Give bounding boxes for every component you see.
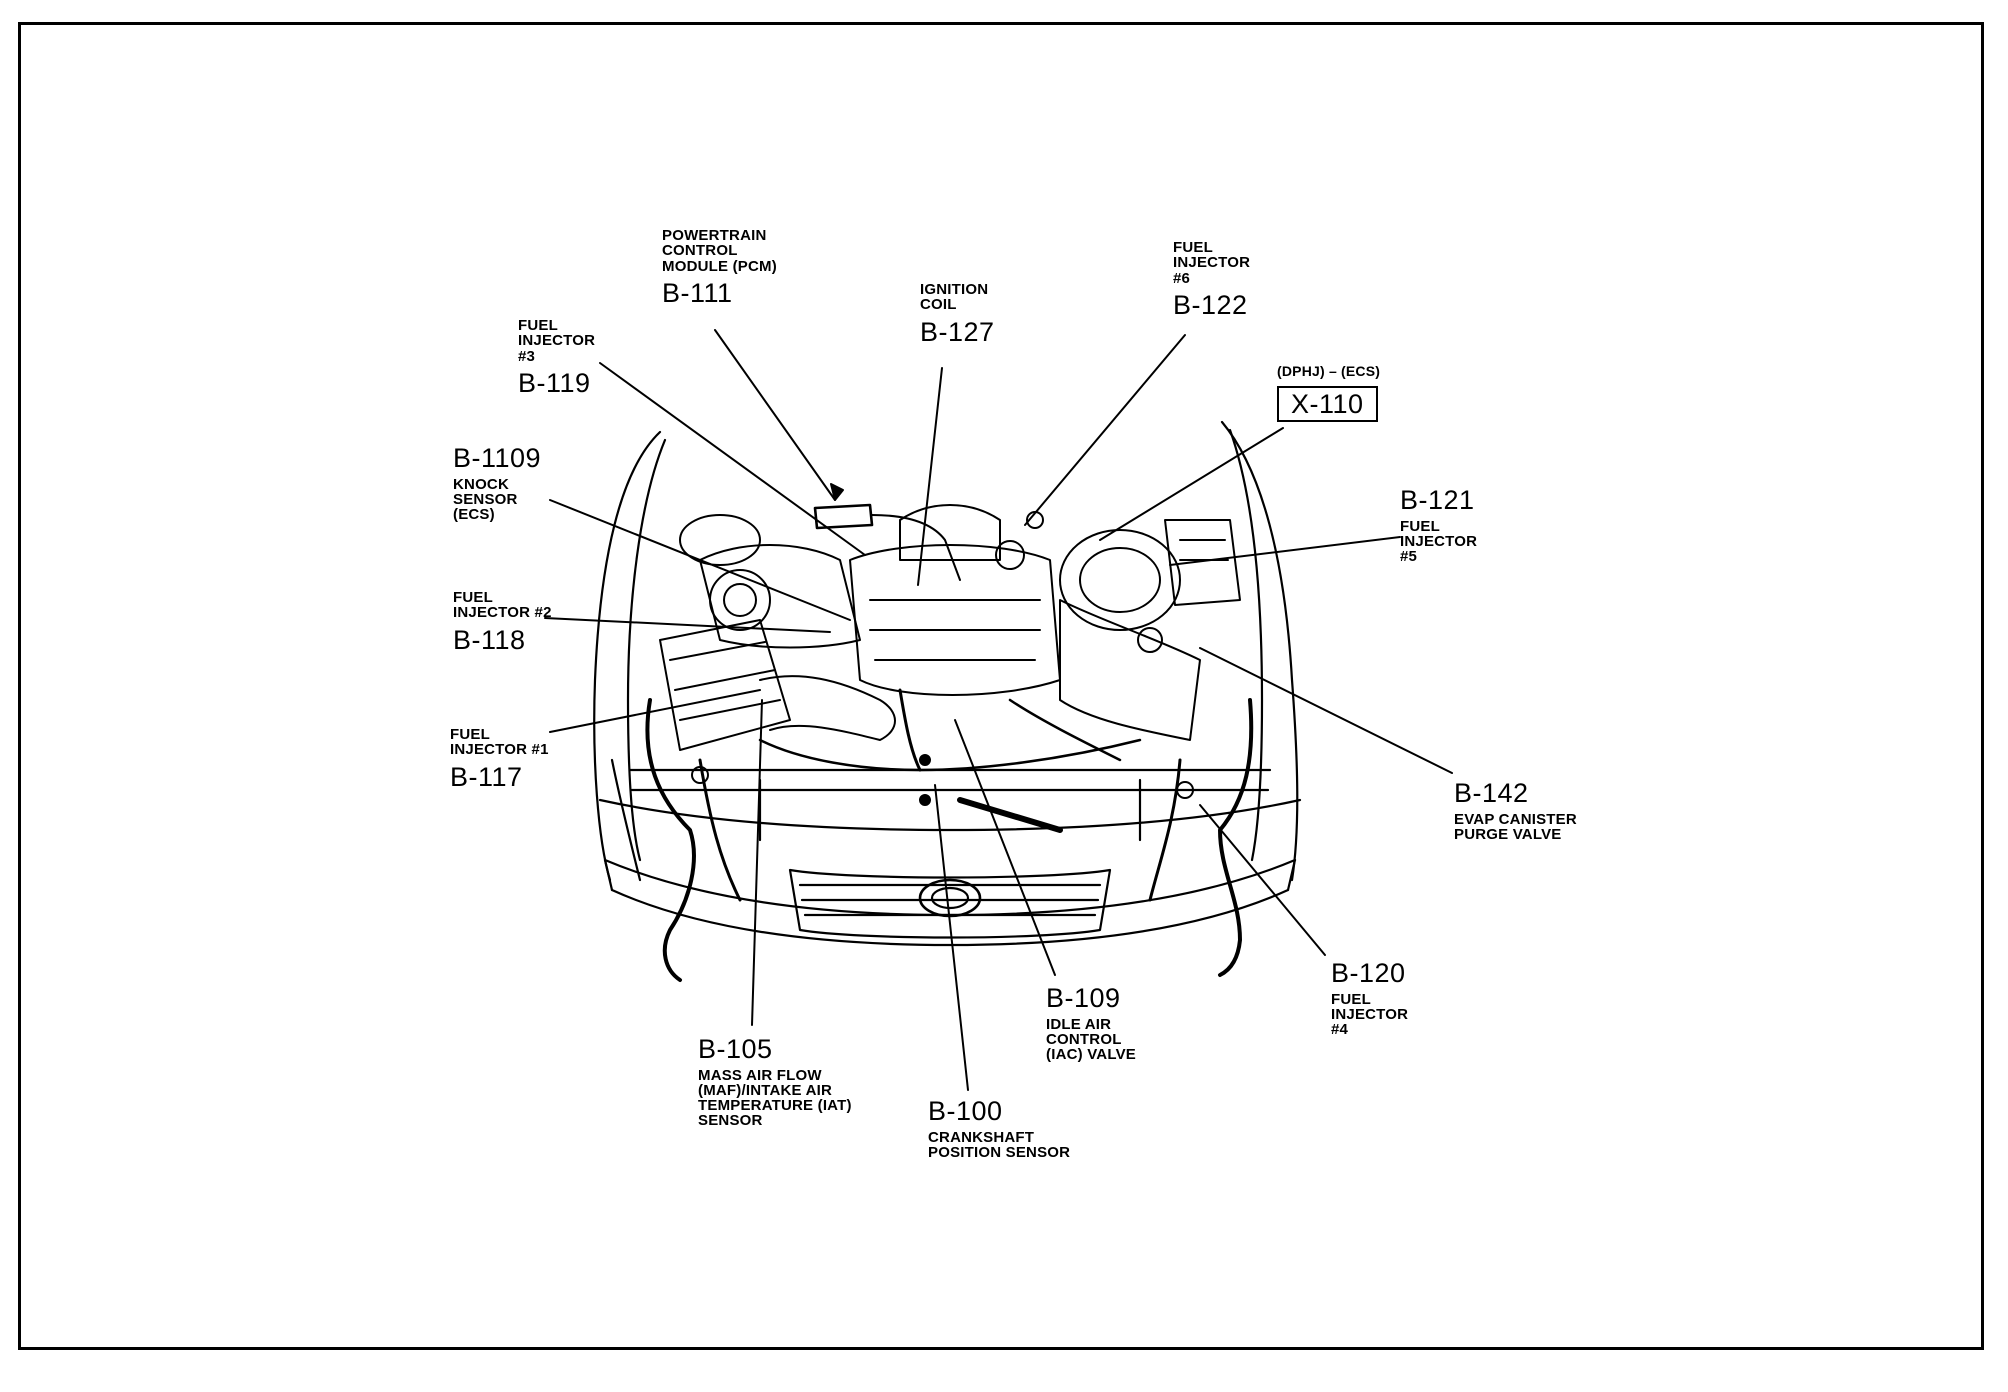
leader-lines	[544, 329, 1453, 1091]
label-code: B-122	[1173, 289, 1248, 320]
label-desc: MASS AIR FLOW (MAF)/INTAKE AIR TEMPERATU…	[698, 1066, 852, 1130]
label-desc: FUEL INJECTOR #5	[1400, 517, 1478, 566]
label-code-boxed: X-110	[1277, 386, 1378, 422]
label-b105: B-105 MASS AIR FLOW (MAF)/INTAKE AIR TEM…	[698, 1034, 852, 1130]
label-b127: IGNITION COIL B-127	[920, 282, 995, 346]
label-code: B-109	[1046, 983, 1121, 1013]
label-desc: FUEL INJECTOR #3	[518, 317, 596, 365]
label-desc: IDLE AIR CONTROL (IAC) VALVE	[1046, 1015, 1136, 1064]
label-code: B-120	[1331, 958, 1406, 988]
label-code: B-100	[928, 1096, 1003, 1126]
label-desc: IGNITION COIL	[920, 281, 989, 314]
label-code: B-118	[453, 624, 526, 655]
label-b1109: B-1109 KNOCK SENSOR (ECS)	[453, 443, 542, 524]
label-code: B-127	[920, 316, 995, 347]
vehicle-body	[593, 420, 1302, 947]
label-desc: KNOCK SENSOR (ECS)	[453, 475, 518, 524]
label-x110: (DPHJ) – (ECS) X-110	[1277, 364, 1380, 422]
label-code: B-119	[518, 367, 591, 398]
label-b100: B-100 CRANKSHAFT POSITION SENSOR	[928, 1096, 1071, 1161]
label-code: B-117	[450, 761, 523, 792]
label-code: B-105	[698, 1034, 773, 1064]
label-desc: FUEL INJECTOR #1	[450, 726, 549, 759]
label-b122: FUEL INJECTOR #6 B-122	[1173, 240, 1250, 319]
label-code: B-121	[1400, 485, 1475, 515]
label-desc: EVAP CANISTER PURGE VALVE	[1454, 810, 1577, 843]
label-b118: FUEL INJECTOR #2 B-118	[453, 590, 552, 654]
label-b121: B-121 FUEL INJECTOR #5	[1400, 485, 1478, 566]
label-desc: FUEL INJECTOR #6	[1173, 239, 1251, 287]
label-desc: FUEL INJECTOR #4	[1331, 990, 1409, 1039]
label-b119: FUEL INJECTOR #3 B-119	[518, 318, 595, 397]
diagram-frame	[18, 22, 1984, 1350]
label-b142: B-142 EVAP CANISTER PURGE VALVE	[1454, 778, 1577, 843]
label-code: B-111	[662, 277, 733, 308]
label-desc: FUEL INJECTOR #2	[453, 589, 552, 622]
label-b111: POWERTRAIN CONTROL MODULE (PCM) B-111	[662, 228, 777, 307]
label-b117: FUEL INJECTOR #1 B-117	[450, 727, 549, 791]
label-desc: (DPHJ) – (ECS)	[1277, 363, 1381, 379]
label-b120: B-120 FUEL INJECTOR #4	[1331, 958, 1409, 1039]
label-desc: CRANKSHAFT POSITION SENSOR	[928, 1128, 1071, 1161]
label-b109: B-109 IDLE AIR CONTROL (IAC) VALVE	[1046, 983, 1136, 1064]
label-desc: POWERTRAIN CONTROL MODULE (PCM)	[662, 227, 777, 275]
label-code: B-142	[1454, 778, 1529, 808]
label-code: B-1109	[453, 443, 542, 473]
